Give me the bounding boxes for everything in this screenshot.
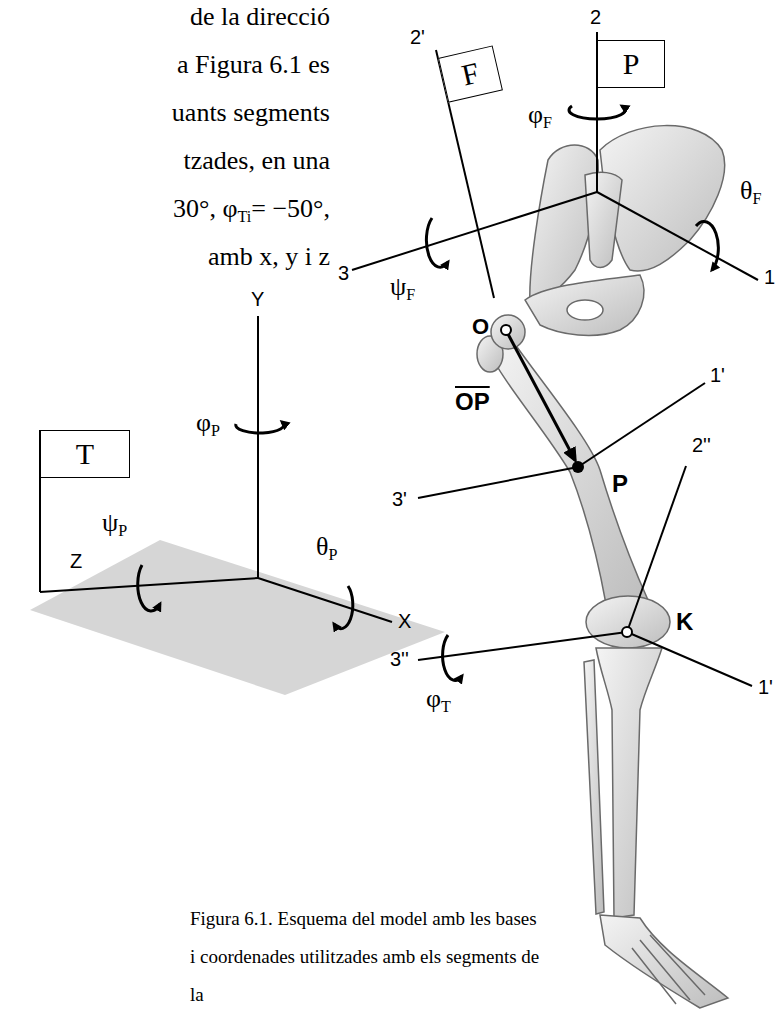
axis-label: Z — [70, 550, 82, 573]
axis-label: 1' — [710, 364, 725, 387]
axis-label: 3'' — [390, 648, 409, 671]
axis-label: X — [398, 610, 411, 633]
angle-label: θP — [316, 532, 337, 564]
point-label: P — [612, 470, 628, 498]
subscript: P — [118, 522, 127, 539]
knee-point — [622, 627, 632, 637]
axis-label: 2' — [410, 26, 425, 49]
subscript: F — [752, 190, 761, 207]
lower-leg — [584, 648, 728, 1008]
pelvis-axes — [352, 32, 758, 280]
flag-letter: T — [76, 437, 94, 471]
axis-label: 1 — [764, 266, 775, 289]
axis-label: Y — [251, 288, 264, 311]
rotation-arrows — [138, 422, 353, 629]
axis-label: 3 — [338, 262, 349, 285]
subscript: F — [406, 286, 415, 303]
subscript: P — [328, 546, 337, 563]
angle-label: θF — [740, 176, 761, 208]
frame-flag-box: T — [40, 430, 130, 478]
figure-caption: Figura 6.1. Esquema del model amb les ba… — [190, 900, 540, 1012]
point-label: O — [472, 314, 489, 339]
frame-flag-box: P — [597, 40, 665, 88]
flag-letter: P — [623, 47, 640, 81]
subscript: F — [543, 114, 552, 131]
pelvis — [525, 126, 725, 336]
femur-point — [572, 461, 584, 473]
axis-label: 2 — [590, 6, 601, 29]
angle-label: ψP — [102, 508, 127, 540]
point-label: K — [676, 608, 693, 636]
femur-axes — [418, 50, 705, 498]
position-vector — [508, 334, 575, 460]
global-axes — [40, 316, 392, 622]
angle-label: ψF — [390, 272, 415, 304]
body-text-line: 30°, φTi= −50°, — [0, 194, 330, 226]
subscript: T — [441, 698, 451, 715]
flag-letter: F — [459, 56, 483, 93]
angle-label: φF — [528, 100, 552, 132]
axis-label: 3' — [392, 488, 407, 511]
angle-label: φP — [196, 408, 220, 440]
body-text-line: amb x, y i z — [0, 242, 330, 272]
frame-flag-box: F — [438, 45, 503, 102]
body-text-line: a Figura 6.1 es — [0, 50, 330, 80]
axis-label: 2'' — [692, 434, 711, 457]
angle-label: φT — [426, 684, 451, 716]
subscript: Ti — [238, 208, 252, 225]
ground-plane — [30, 540, 445, 695]
knee-axes — [418, 466, 752, 686]
rotation-arrows — [426, 106, 718, 680]
origin-point — [501, 325, 511, 335]
body-text-line: uants segments — [0, 98, 330, 128]
body-text-line: de la direcció — [0, 2, 330, 32]
body-text-line: tzades, en una — [0, 146, 330, 176]
point-label: OP — [455, 388, 490, 416]
subscript: P — [211, 422, 220, 439]
axis-label: 1' — [758, 676, 773, 699]
